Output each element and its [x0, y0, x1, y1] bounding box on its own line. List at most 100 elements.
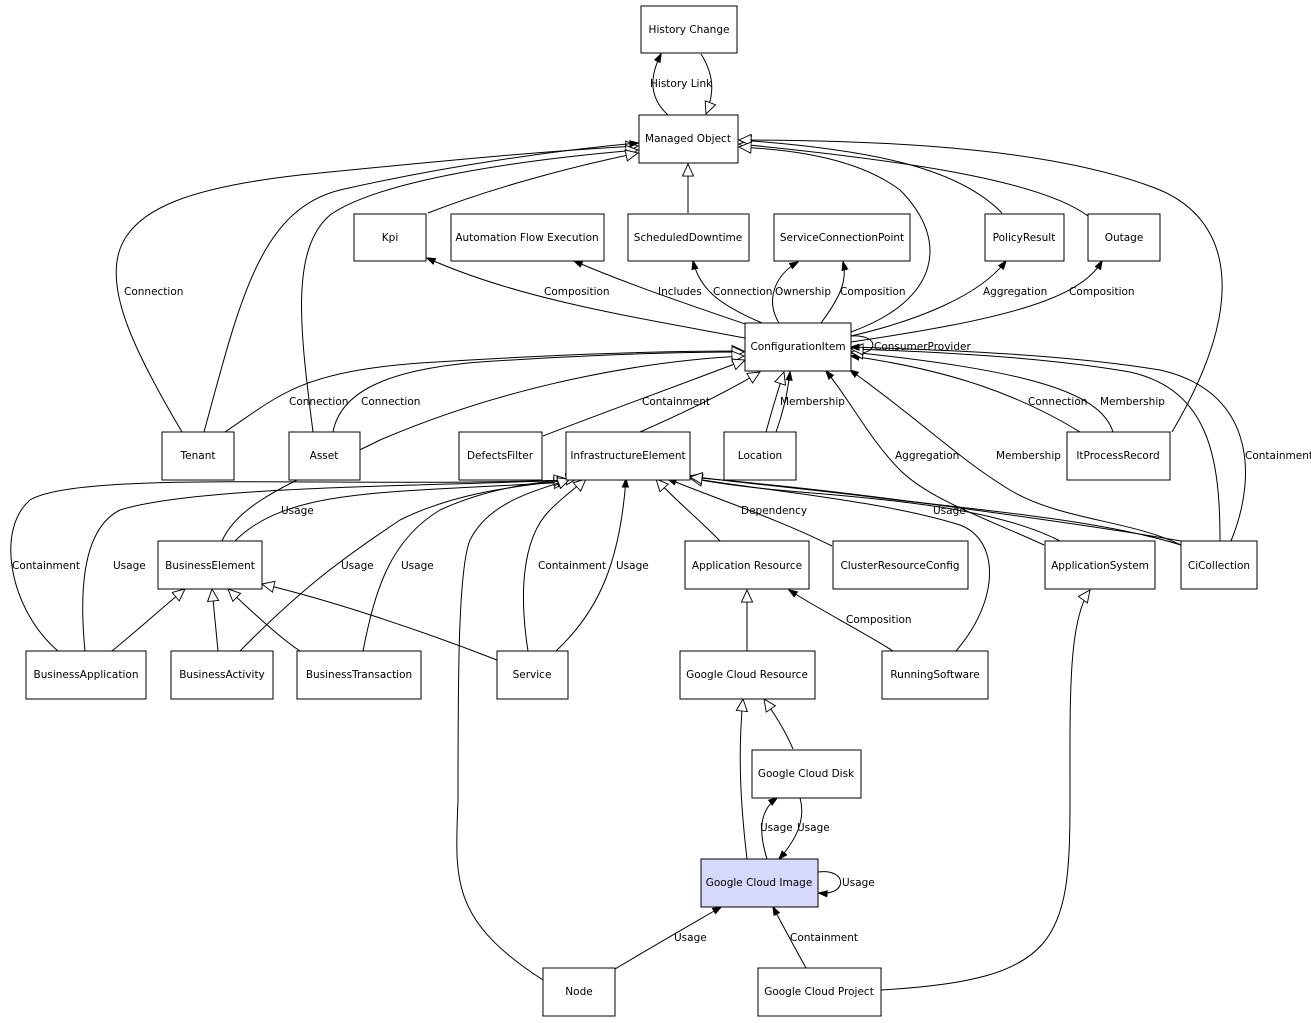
edge-running-software-ar: Composition — [789, 590, 912, 652]
node-cluster-resource-config[interactable]: ClusterResourceConfig — [832, 540, 969, 590]
edge-ci-scp-composition: Composition — [820, 262, 906, 324]
svg-text:Managed Object: Managed Object — [645, 133, 731, 145]
node-application-system[interactable]: ApplicationSystem — [1044, 540, 1156, 590]
edge-image-disk: Usage — [760, 798, 793, 860]
node-google-cloud-image[interactable]: Google Cloud Image — [700, 858, 819, 908]
svg-text:InfrastructureElement: InfrastructureElement — [570, 450, 685, 462]
svg-text:Usage: Usage — [842, 877, 875, 889]
svg-text:Outage: Outage — [1105, 232, 1144, 244]
edge-service-be — [262, 584, 498, 661]
node-infrastructure-element[interactable]: InfrastructureElement — [565, 431, 691, 481]
svg-text:Usage: Usage — [674, 932, 707, 944]
node-google-cloud-project[interactable]: Google Cloud Project — [757, 967, 882, 1017]
svg-text:Composition: Composition — [544, 286, 610, 298]
svg-text:ConsumerProvider: ConsumerProvider — [874, 341, 971, 353]
node-asset[interactable]: Asset — [288, 431, 361, 481]
edge-it-process-record-managed-object — [739, 140, 1223, 433]
svg-text:Usage: Usage — [113, 560, 146, 572]
node-service-connection-point[interactable]: ServiceConnectionPoint — [773, 213, 911, 262]
node-policy-result[interactable]: PolicyResult — [984, 213, 1065, 262]
edge-asset-managed-object — [301, 150, 638, 433]
edge-ci-scp-ownership: Ownership — [772, 262, 831, 324]
node-outage[interactable]: Outage — [1087, 213, 1161, 262]
node-kpi[interactable]: Kpi — [353, 213, 427, 262]
svg-text:Containment: Containment — [12, 560, 80, 572]
node-application-resource[interactable]: Application Resource — [684, 540, 810, 590]
edge-application-system-ci: Aggregation — [826, 371, 1045, 546]
node-business-activity[interactable]: BusinessActivity — [170, 650, 274, 700]
svg-text:Composition: Composition — [846, 614, 912, 626]
svg-text:History Link: History Link — [650, 78, 713, 90]
edge-project-image: Containment — [773, 907, 858, 969]
svg-text:Usage: Usage — [401, 560, 434, 572]
svg-text:Includes: Includes — [658, 286, 702, 298]
node-business-transaction[interactable]: BusinessTransaction — [296, 650, 422, 700]
edge-ci-automation-flow-execution: Includes — [574, 261, 749, 326]
edge-business-application-ie-containment: Containment — [10, 480, 566, 652]
node-managed-object[interactable]: Managed Object — [638, 114, 739, 164]
svg-text:ApplicationSystem: ApplicationSystem — [1051, 560, 1149, 572]
svg-text:Connection: Connection — [361, 396, 420, 408]
svg-text:Google Cloud Project: Google Cloud Project — [764, 986, 874, 998]
edge-business-element-ci — [221, 356, 744, 542]
svg-text:ServiceConnectionPoint: ServiceConnectionPoint — [780, 232, 904, 244]
node-scheduled-downtime[interactable]: ScheduledDowntime — [627, 213, 750, 262]
svg-text:Node: Node — [565, 986, 592, 998]
svg-text:Containment: Containment — [790, 932, 858, 944]
svg-text:Tenant: Tenant — [180, 450, 216, 462]
svg-text:ScheduledDowntime: ScheduledDowntime — [634, 232, 742, 244]
svg-text:Location: Location — [738, 450, 782, 462]
svg-text:BusinessActivity: BusinessActivity — [179, 669, 265, 681]
svg-text:Ownership: Ownership — [775, 286, 831, 298]
edge-outage-managed-object — [739, 144, 1089, 217]
edge-business-application-ie-usage: Usage — [82, 480, 566, 652]
node-automation-flow-execution[interactable]: Automation Flow Execution — [450, 213, 605, 262]
svg-text:Dependency: Dependency — [741, 505, 807, 517]
node-history-change[interactable]: History Change — [640, 5, 738, 54]
node-configuration-item[interactable]: ConfigurationItem — [744, 322, 852, 372]
edge-kpi-managed-object — [427, 153, 638, 214]
edge-business-transaction-ie: Usage — [362, 478, 578, 652]
node-location[interactable]: Location — [723, 431, 797, 481]
svg-text:ClusterResourceConfig: ClusterResourceConfig — [840, 560, 959, 572]
svg-text:Containment: Containment — [1245, 450, 1311, 462]
svg-text:Usage: Usage — [341, 560, 374, 572]
svg-text:Aggregation: Aggregation — [895, 450, 959, 462]
edge-business-transaction-be — [228, 589, 301, 652]
edge-google-cloud-image-resource — [740, 699, 747, 860]
edge-node-image: Usage — [614, 907, 721, 970]
svg-text:Membership: Membership — [780, 396, 845, 408]
edge-asset-ci: Connection — [332, 352, 744, 433]
edge-policy-result-managed-object — [739, 140, 1003, 214]
edge-ci-policy-result: Aggregation — [850, 261, 1047, 337]
svg-text:ItProcessRecord: ItProcessRecord — [1076, 450, 1159, 462]
node-defects-filter[interactable]: DefectsFilter — [458, 431, 543, 481]
svg-text:Usage: Usage — [281, 505, 314, 517]
node-node[interactable]: Node — [542, 967, 616, 1017]
node-service[interactable]: Service — [496, 650, 569, 700]
svg-text:PolicyResult: PolicyResult — [993, 232, 1056, 244]
svg-text:Google Cloud Image: Google Cloud Image — [706, 877, 813, 889]
edge-ci-outage: Composition — [850, 261, 1135, 343]
edge-it-process-record-ci: Connection Membership — [851, 352, 1165, 433]
svg-text:Membership: Membership — [996, 450, 1061, 462]
node-google-cloud-resource[interactable]: Google Cloud Resource — [679, 650, 816, 700]
node-ci-collection[interactable]: CiCollection — [1180, 540, 1258, 590]
svg-text:Google Cloud Resource: Google Cloud Resource — [686, 669, 808, 681]
node-running-software[interactable]: RunningSoftware — [881, 650, 989, 700]
node-business-application[interactable]: BusinessApplication — [25, 650, 147, 700]
edge-google-cloud-disk-resource — [764, 699, 794, 750]
svg-text:Application Resource: Application Resource — [692, 560, 802, 572]
node-tenant[interactable]: Tenant — [161, 431, 235, 481]
svg-text:Composition: Composition — [1069, 286, 1135, 298]
node-it-process-record[interactable]: ItProcessRecord — [1066, 431, 1171, 481]
svg-text:Containment: Containment — [642, 396, 710, 408]
svg-text:History Change: History Change — [649, 24, 730, 36]
edge-ci-collection-ci-containment: Containment — [851, 347, 1311, 542]
svg-text:Connection: Connection — [124, 286, 183, 298]
svg-text:CiCollection: CiCollection — [1188, 560, 1250, 572]
edge-disk-image: Usage — [779, 797, 830, 859]
node-google-cloud-disk[interactable]: Google Cloud Disk — [751, 749, 862, 799]
node-business-element[interactable]: BusinessElement — [157, 540, 263, 590]
svg-text:Usage: Usage — [797, 822, 830, 834]
